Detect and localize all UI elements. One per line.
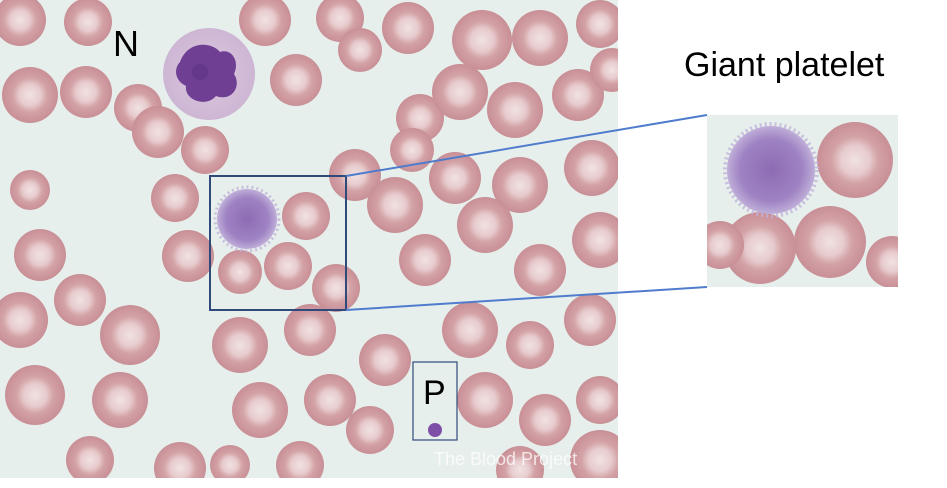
red-blood-cell [270, 54, 322, 106]
red-blood-cell [457, 197, 513, 253]
red-blood-cell [212, 317, 268, 373]
red-blood-cell [2, 67, 58, 123]
red-blood-cell [382, 2, 434, 54]
red-blood-cell [367, 177, 423, 233]
red-blood-cell [707, 221, 744, 269]
red-blood-cell [496, 446, 544, 478]
red-blood-cell [519, 394, 571, 446]
neutrophil [163, 28, 255, 120]
zoom-title: Giant platelet [684, 46, 885, 84]
red-blood-cell [210, 445, 250, 478]
neutrophil-label: N [113, 23, 139, 64]
red-blood-cell [570, 430, 618, 478]
red-blood-cell [390, 128, 434, 172]
red-blood-cell [866, 236, 898, 287]
red-blood-cell [151, 174, 199, 222]
red-blood-cell [154, 442, 206, 478]
red-blood-cell [817, 122, 893, 198]
red-blood-cell [0, 0, 46, 46]
red-blood-cell [282, 192, 330, 240]
callout-line-bottom [345, 286, 708, 311]
red-blood-cell [60, 66, 112, 118]
smear-image [0, 0, 618, 478]
red-blood-cell [14, 229, 66, 281]
zoom-red-blood-cells [707, 122, 898, 287]
giant-platelet [213, 185, 281, 253]
red-blood-cell [0, 292, 48, 348]
red-blood-cell [100, 305, 160, 365]
red-blood-cell [399, 234, 451, 286]
red-blood-cell [457, 372, 513, 428]
red-blood-cell [359, 334, 411, 386]
zoom-inset [707, 115, 898, 287]
red-blood-cell [552, 69, 604, 121]
red-blood-cell [512, 10, 568, 66]
red-blood-cell [590, 48, 618, 92]
red-blood-cell [92, 372, 148, 428]
red-blood-cell [304, 374, 356, 426]
red-blood-cell [5, 365, 65, 425]
red-blood-cell [576, 0, 618, 48]
callout-box [209, 175, 347, 311]
zoom-giant-platelet [723, 122, 819, 218]
red-blood-cell [572, 212, 618, 268]
red-blood-cell [506, 321, 554, 369]
red-blood-cell [162, 230, 214, 282]
watermark: The Blood Project [434, 449, 578, 469]
red-blood-cell [794, 206, 866, 278]
platelet-box [412, 361, 458, 441]
red-blood-cell [10, 170, 50, 210]
red-blood-cell [181, 126, 229, 174]
red-blood-cell [452, 10, 512, 70]
callout-line-top [345, 114, 708, 177]
red-blood-cell [442, 302, 498, 358]
red-blood-cell [564, 140, 618, 196]
red-blood-cell [312, 264, 360, 312]
red-blood-cell [264, 242, 312, 290]
red-blood-cell [232, 382, 288, 438]
red-blood-cell [239, 0, 291, 46]
red-blood-cell [284, 304, 336, 356]
red-blood-cell [218, 250, 262, 294]
small-platelet [428, 423, 442, 437]
red-blood-cell [576, 376, 618, 424]
red-blood-cells [0, 0, 618, 478]
red-blood-cell [276, 441, 324, 478]
platelet-label: P [423, 374, 446, 412]
red-blood-cell [429, 152, 481, 204]
red-blood-cell [564, 294, 616, 346]
red-blood-cell [346, 406, 394, 454]
red-blood-cell [338, 28, 382, 72]
red-blood-cell [132, 106, 184, 158]
red-blood-cell [64, 0, 112, 46]
red-blood-cell [54, 274, 106, 326]
red-blood-cell [492, 157, 548, 213]
red-blood-cell [514, 244, 566, 296]
red-blood-cell [724, 212, 796, 284]
red-blood-cell [487, 82, 543, 138]
red-blood-cell [66, 436, 114, 478]
red-blood-cell [432, 64, 488, 120]
